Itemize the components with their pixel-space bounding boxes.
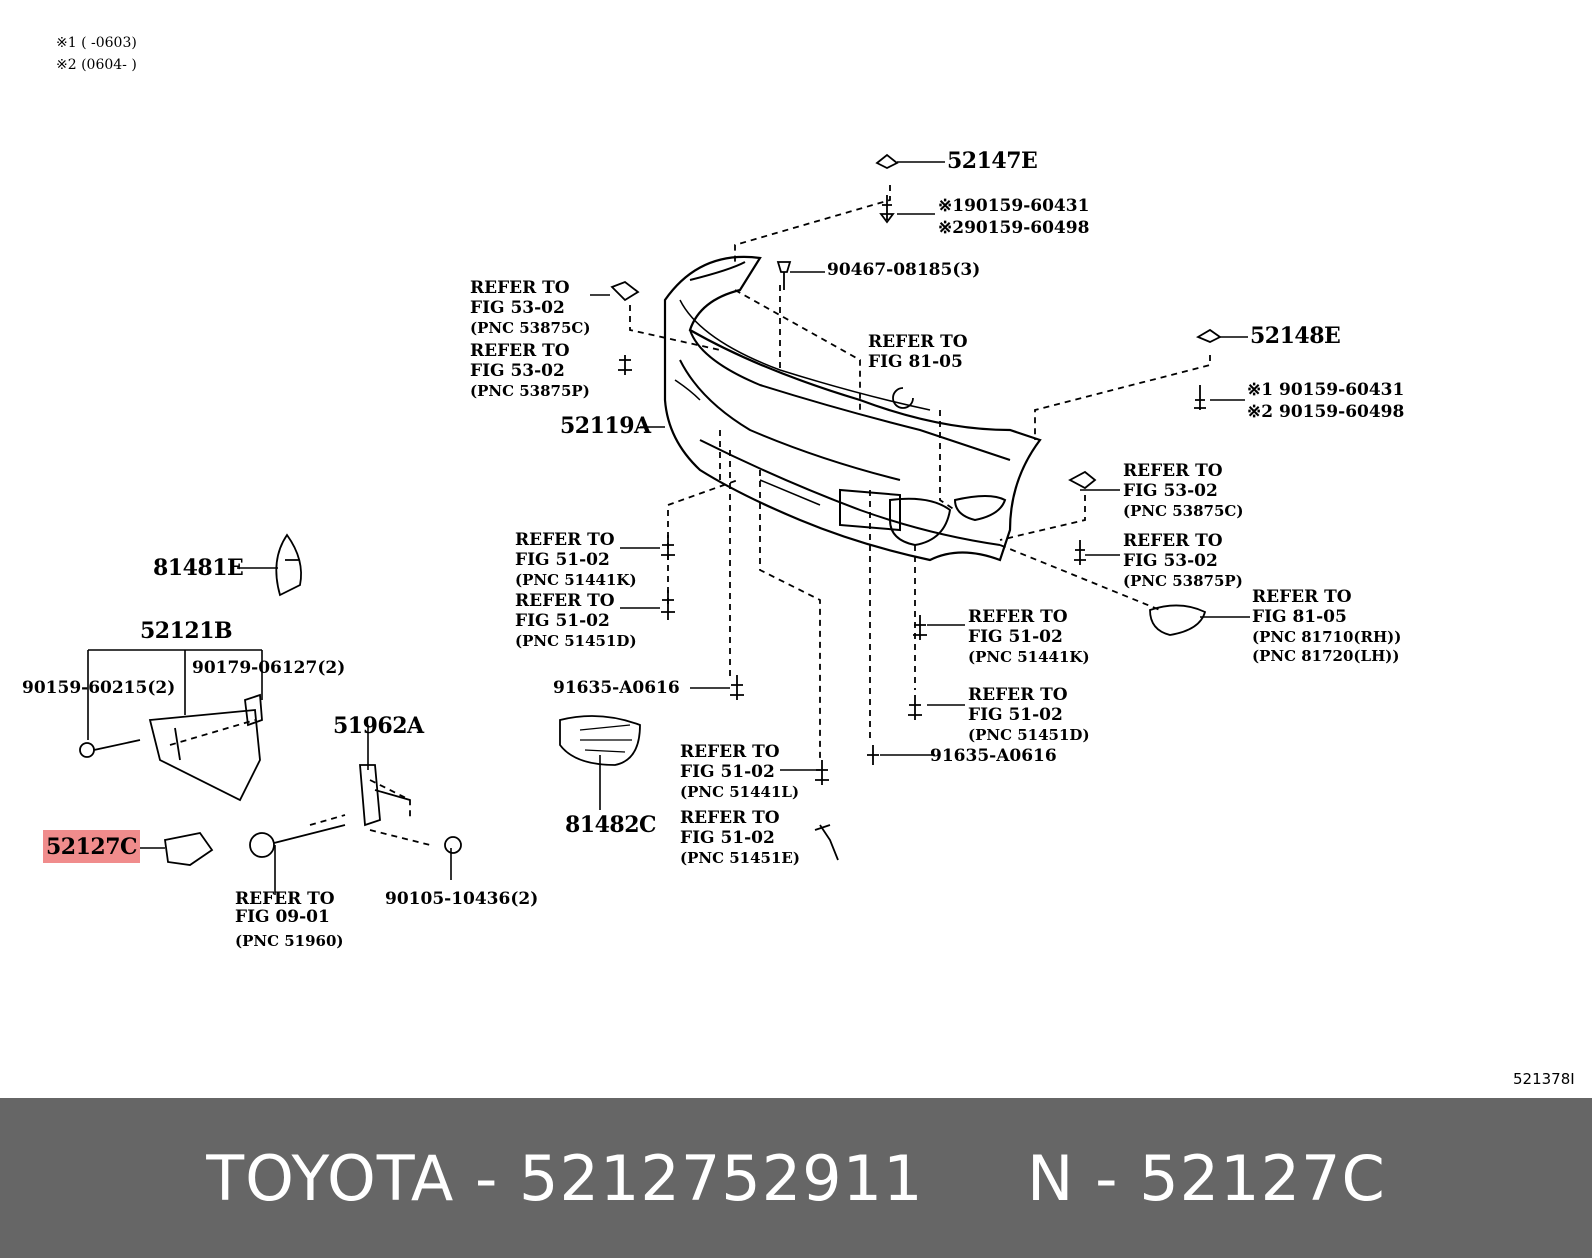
ref-line: REFER TO [968,607,1068,627]
ref-line: FIG 51-02 [515,550,610,570]
ref-block-53875p-left[interactable]: REFER TO FIG 53-02 (PNC 53875P) [470,343,590,399]
bumper-cover-drawing [663,255,1042,562]
ref-block-81-05-fog[interactable]: REFER TO FIG 81-05 (PNC 81710(RH)) (PNC … [1252,589,1401,664]
ref-block-51960[interactable]: REFER TO FIG 09-01 (PNC 51960) [235,891,344,949]
dashed-leaders [169,185,1211,846]
ref-line: REFER TO [1123,461,1223,481]
ref-line: (PNC 51441K) [968,648,1090,666]
ref-line: FIG 09-01 [235,907,330,927]
ref-line: FIG 53-02 [470,298,565,318]
ref-line: (PNC 51451E) [680,849,800,867]
ref-line: (PNC 53875P) [1123,572,1243,590]
footer-bar: TOYOTA - 5212752911 N - 52127C [0,1098,1592,1258]
ref-line: FIG 51-02 [680,828,775,848]
ref-block-51441l[interactable]: REFER TO FIG 51-02 (PNC 51441L) [680,744,799,800]
part-label-52127c-highlight: 52127C [43,830,141,863]
part-label-90179-06127[interactable]: 90179-06127(2) [192,658,346,678]
ref-line: (PNC 51960) [235,932,344,950]
ref-line: REFER TO [470,341,570,361]
ref-line: REFER TO [680,742,780,762]
part-label-52148e[interactable]: 52148E [1250,323,1341,349]
ref-line: FIG 51-02 [515,611,610,631]
solid-leaders [87,161,1250,895]
ref-line: REFER TO [235,889,335,909]
ref-line: FIG 51-02 [968,705,1063,725]
part-label-81481e[interactable]: 81481E [153,555,244,581]
ref-block-81-05-top[interactable]: REFER TO FIG 81-05 [868,334,968,371]
part-label-90159-60431-b[interactable]: ※1 90159-60431 [1247,380,1405,400]
part-label-90159-60498-a[interactable]: ※290159-60498 [938,218,1090,238]
ref-line: (PNC 51451D) [515,632,637,650]
part-label-52121b[interactable]: 52121B [140,618,233,644]
note-2: ※2 (0604- ) [56,57,137,73]
ref-block-51451d-left[interactable]: REFER TO FIG 51-02 (PNC 51451D) [515,593,637,649]
ref-line: REFER TO [1252,587,1352,607]
ref-line: REFER TO [515,591,615,611]
part-label-90159-60215[interactable]: 90159-60215(2) [22,678,176,698]
footer-part-number: TOYOTA - 5212752911 N - 52127C [206,1141,1386,1215]
part-label-52147e[interactable]: 52147E [947,148,1038,174]
figure-id: 521378I [1513,1070,1575,1088]
fastener-glyphs [79,153,1222,866]
part-label-52127c[interactable]: 52127C [43,830,141,863]
diagram-drawing [79,153,1250,895]
ref-line: REFER TO [680,808,780,828]
part-label-91635-a0616-b[interactable]: 91635-A0616 [930,746,1057,766]
ref-line: FIG 51-02 [968,627,1063,647]
ref-line: REFER TO [470,278,570,298]
note-1: ※1 ( -0603) [56,35,137,51]
part-label-52119a[interactable]: 52119A [560,413,651,439]
ref-block-53875p-right[interactable]: REFER TO FIG 53-02 (PNC 53875P) [1123,533,1243,589]
part-label-90467-08185[interactable]: 90467-08185(3) [827,260,981,280]
ref-line: REFER TO [968,685,1068,705]
parts-diagram: ※1 ( -0603) ※2 (0604- ) 52147E ※190159-6… [22,35,1575,1088]
ref-line: (PNC 53875C) [470,319,591,337]
part-label-51962a[interactable]: 51962A [333,713,424,739]
ref-block-53875c-right[interactable]: REFER TO FIG 53-02 (PNC 53875C) [1123,463,1243,519]
ref-line: (PNC 51441L) [680,783,800,801]
ref-block-51441k-left[interactable]: REFER TO FIG 51-02 (PNC 51441K) [515,532,637,588]
ref-line: REFER TO [1123,531,1223,551]
ref-line: FIG 53-02 [1123,551,1218,571]
ref-line: FIG 51-02 [680,762,775,782]
ref-line: (PNC 53875P) [470,382,590,400]
ref-line: REFER TO [515,530,615,550]
ref-line: (PNC 51441K) [515,571,637,589]
part-label-90159-60431-a[interactable]: ※190159-60431 [938,196,1090,216]
part-label-91635-a0616-a[interactable]: 91635-A0616 [553,678,680,698]
ref-block-51451e[interactable]: REFER TO FIG 51-02 (PNC 51451E) [680,810,800,866]
part-label-90159-60498-b[interactable]: ※2 90159-60498 [1247,402,1405,422]
ref-line: REFER TO [868,332,968,352]
ref-line: FIG 53-02 [1123,481,1218,501]
ref-line: (PNC 51451D) [968,726,1090,744]
ref-line: (PNC 81710(RH)) [1252,628,1402,646]
part-label-81482c[interactable]: 81482C [565,812,657,838]
ref-block-51451d-right[interactable]: REFER TO FIG 51-02 (PNC 51451D) [968,687,1090,743]
ref-line: FIG 81-05 [1252,607,1347,627]
ref-block-53875c-left[interactable]: REFER TO FIG 53-02 (PNC 53875C) [470,280,590,336]
ref-block-51441k-right[interactable]: REFER TO FIG 51-02 (PNC 51441K) [968,609,1090,665]
ref-line: FIG 81-05 [868,352,963,372]
part-label-90105-10436[interactable]: 90105-10436(2) [385,889,539,909]
ref-line: FIG 53-02 [470,361,565,381]
ref-line: (PNC 53875C) [1123,502,1244,520]
ref-line: (PNC 81720(LH)) [1252,647,1400,665]
